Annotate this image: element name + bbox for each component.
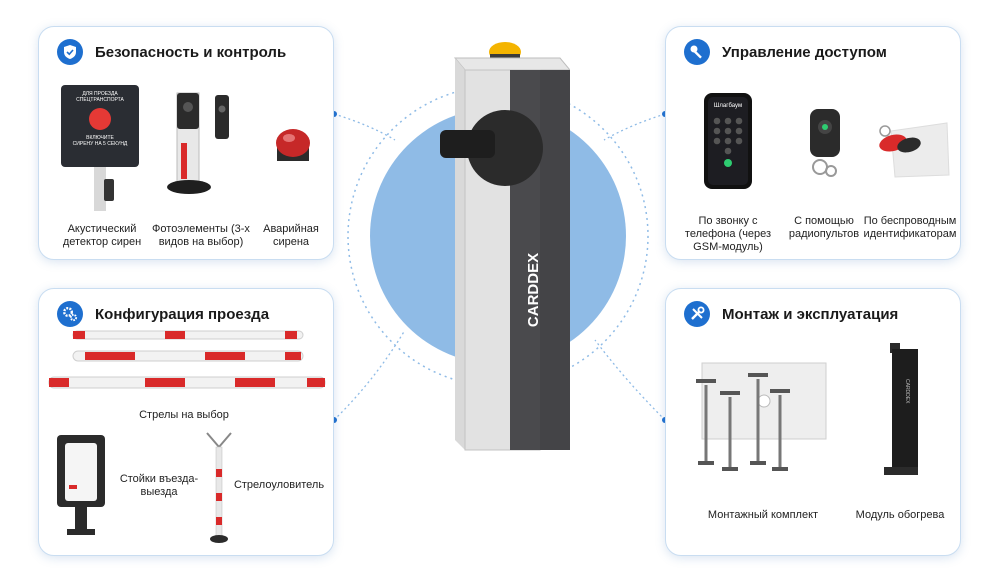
sign-line: ВКЛЮЧИТЕ	[86, 135, 114, 141]
panel-title: Управление доступом	[722, 43, 887, 61]
item-label: Модуль обогрева	[855, 509, 945, 521]
sign-line: ДЛЯ ПРОЕЗДА	[82, 91, 118, 97]
radio-remote-image	[810, 109, 840, 177]
security-panel: Безопасность и контроль ДЛЯ ПРОЕЗДА СПЕЦ…	[38, 26, 334, 260]
heating-module-image: CARDDEX	[884, 343, 918, 475]
booms-image	[48, 330, 326, 389]
key-icon	[684, 39, 710, 65]
gears-icon	[57, 301, 83, 327]
shield-check-icon	[57, 39, 83, 65]
mounting-panel: Монтаж и эксплуатация CARDDEX Монтажный …	[665, 288, 961, 556]
sign-line: СИРЕНУ НА 5 СЕКУНД	[72, 141, 128, 147]
brand-logo: CARDDEX	[525, 253, 542, 327]
boom	[72, 350, 304, 362]
boom	[72, 330, 304, 340]
connector-dot	[331, 417, 337, 423]
panel-title: Конфигурация проезда	[95, 305, 270, 323]
photocells-image	[167, 92, 229, 194]
brand-text: CARDDEX	[904, 379, 910, 404]
sign-line: СПЕЦТРАНСПОРТА	[76, 97, 124, 103]
item-label: Монтажный комплект	[707, 509, 819, 521]
identifiers-image	[879, 122, 950, 178]
item-label: По беспроводным идентификаторам	[863, 215, 957, 240]
posts-label: Стойки въезда-выезда	[119, 473, 199, 498]
security-header: Безопасность и контроль	[57, 39, 286, 65]
entry-post-image	[57, 435, 105, 535]
barrier-housing: CARDDEX	[440, 42, 570, 451]
siren-detector-image: ДЛЯ ПРОЕЗДА СПЕЦТРАНСПОРТА ВКЛЮЧИТЕ СИРЕ…	[61, 85, 141, 211]
item-label: По звонку с телефона (через GSM-модуль)	[684, 215, 772, 253]
emergency-siren-image	[276, 129, 310, 161]
access-header: Управление доступом	[684, 39, 887, 65]
phone-screen-text: Шлагбаум	[713, 103, 743, 109]
connector-dot	[331, 111, 337, 117]
mounting-kit-image	[696, 362, 827, 471]
item-label: Фотоэлементы (3-х видов на выбор)	[152, 223, 250, 248]
panel-title: Безопасность и контроль	[95, 43, 287, 61]
item-label: Аварийная сирена	[263, 223, 319, 248]
config-header: Конфигурация проезда	[57, 301, 269, 327]
boom-catcher-image	[206, 432, 232, 543]
boom	[48, 376, 326, 389]
booms-label: Стрелы на выбор	[139, 409, 229, 421]
item-label: С помощью радиопультов	[788, 215, 860, 240]
boom-flange	[467, 110, 543, 186]
config-panel: Конфигурация проезда Стрелы на выбор	[38, 288, 334, 556]
access-panel: Управление доступом Шлагбаум По звонку с…	[665, 26, 961, 260]
catcher-label: Стрелоуловитель	[233, 479, 325, 491]
tools-icon	[684, 301, 710, 327]
phone-image: Шлагбаум	[704, 93, 752, 189]
item-label: Акустический детектор сирен	[62, 223, 142, 248]
panel-title: Монтаж и эксплуатация	[722, 305, 899, 323]
mounting-header: Монтаж и эксплуатация	[684, 301, 898, 327]
